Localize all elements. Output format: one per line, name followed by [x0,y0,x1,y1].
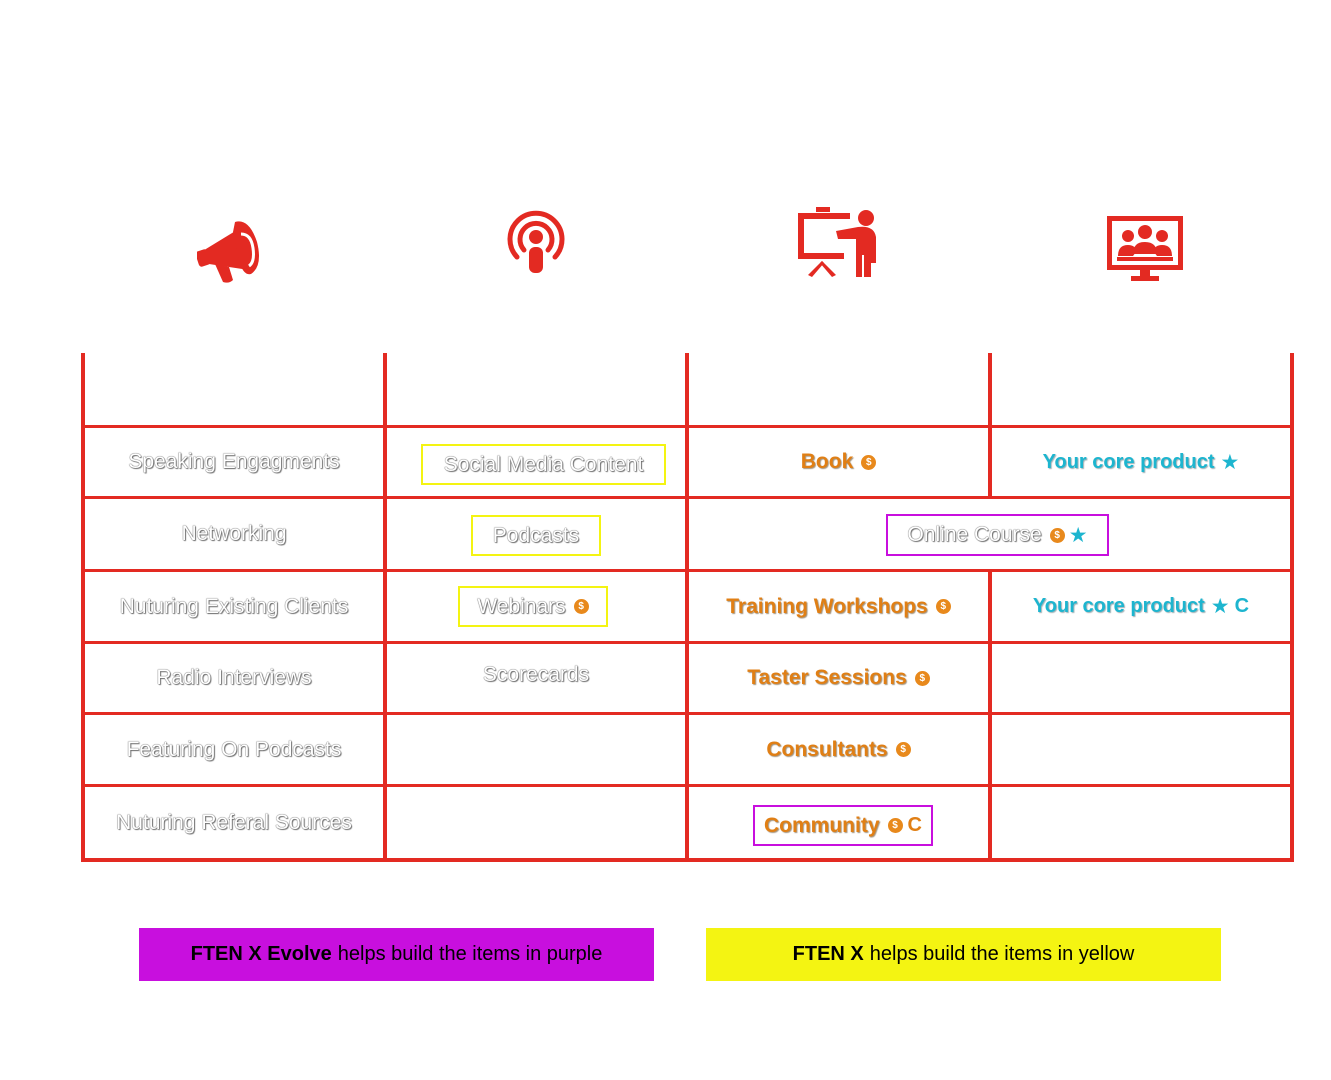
cell-community: Community $ C [753,805,933,846]
grid-line [81,496,1294,499]
cell-online-course: Online Course $ ★ [886,514,1109,556]
cell-webinars-label: Webinars [477,594,566,618]
coin-icon: $ [887,818,903,833]
coin-icon: $ [573,599,589,614]
coin-icon: $ [1049,527,1065,543]
grid-line [81,641,1294,644]
cell-taster-sessions: Taster Sessions $ [689,644,988,712]
cell-book-label: Book [800,450,854,473]
purple-highlight-box [886,514,1109,556]
megaphone-icon [197,212,267,284]
cell-nuturing-existing-clients: Nuturing Existing Clients [119,594,349,618]
cell-radio-interviews: Radio Interviews [156,666,312,689]
cell-your-core-product-recurring: Your core product ★ C [992,572,1290,641]
legend-purple-bold: FTEN X Evolve [190,943,332,965]
coin-icon: $ [861,454,877,470]
presenter-icon [796,207,880,279]
cell-nuturing-referal-sources: Nuturing Referal Sources [116,810,352,834]
legend-purple: FTEN X Evolve helps build the items in p… [139,928,654,981]
legend-yellow: FTEN X helps build the items in yellow [706,928,1221,981]
grid-line [81,858,1294,862]
grid-line [81,569,1294,572]
cell-featuring-on-podcasts: Featuring On Podcasts [126,737,342,761]
star-icon: ★ [1210,595,1230,618]
grid-line [81,784,1294,787]
cell-networking: Networking [181,522,287,545]
cell-social-media-content: Social Media Content [443,452,644,476]
legend-purple-text: helps build the items in purple [337,943,603,965]
yellow-highlight-box [421,444,666,485]
cell-book: Book $ [689,428,988,496]
yellow-highlight-box [471,515,601,556]
refresh-icon: C [907,814,922,836]
cell-webinars: Webinars $ [458,586,608,627]
star-icon: ★ [1220,450,1240,474]
coin-icon: $ [935,599,951,614]
cell-podcasts: Podcasts [492,523,580,547]
grid-line [81,353,85,862]
refresh-icon: C [1234,595,1250,617]
cell-consultants-label: Consultants [766,737,888,761]
yellow-highlight-box [458,586,608,627]
cell-online-course-label: Online Course [907,523,1042,546]
cell-scorecards: Scorecards [482,663,590,686]
video-conference-icon [1107,214,1185,282]
grid-line [988,569,992,862]
cell-core-product-label: Your core product [1032,595,1205,617]
cell-your-core-product: Your core product ★ [992,428,1290,496]
legend-yellow-bold: FTEN X [792,943,864,965]
cell-taster-sessions-label: Taster Sessions [747,666,907,689]
star-icon: ★ [1068,523,1088,547]
purple-highlight-box [753,805,933,846]
grid-line [685,353,689,862]
cell-core-product-label: Your core product [1042,450,1215,473]
grid-line [81,712,1294,715]
cell-community-label: Community [764,813,880,837]
grid-line [81,425,1294,428]
cell-training-workshops: Training Workshops $ [689,572,988,641]
cell-training-workshops-label: Training Workshops [726,594,928,618]
grid-line [1290,353,1294,862]
grid-line [383,353,387,862]
cell-consultants: Consultants $ [689,715,988,784]
coin-icon: $ [914,670,930,686]
coin-icon: $ [895,742,911,757]
cell-speaking-engagements: Speaking Engagments [128,450,340,473]
podcast-icon [503,207,569,275]
legend-yellow-text: helps build the items in yellow [869,943,1135,965]
